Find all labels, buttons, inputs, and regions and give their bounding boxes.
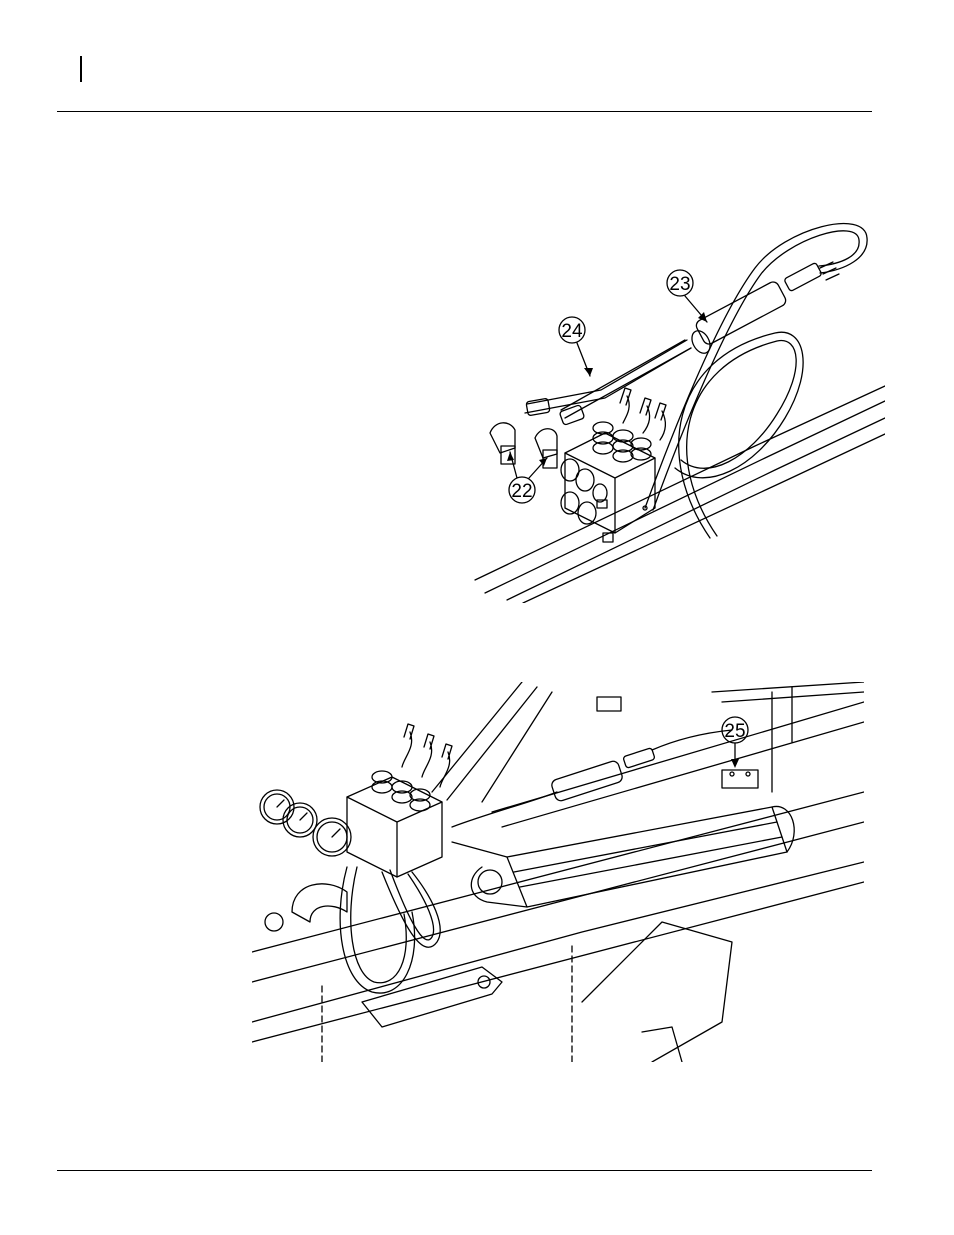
hose-24-second xyxy=(565,348,691,418)
frame-rail-3 xyxy=(507,418,885,600)
filter-end-cap xyxy=(688,328,713,357)
filter-hose-in xyxy=(452,792,557,827)
port-fitting-5 xyxy=(593,484,607,502)
solenoid-lead-2 xyxy=(422,734,434,777)
solenoid-lead-2 xyxy=(640,398,651,433)
port-fitting-4 xyxy=(578,502,596,524)
frame-uprights xyxy=(772,687,792,792)
frame-beam-6 xyxy=(252,882,864,1042)
callout-23-label: 23 xyxy=(669,274,690,295)
callout-25-arrow xyxy=(731,759,739,768)
hose-clamp-1 xyxy=(597,697,621,711)
valve-installation-illustration: 25 xyxy=(252,682,864,1062)
inline-filter-body xyxy=(550,760,623,803)
frame-strut-3 xyxy=(482,692,552,802)
hose-assembly-drawing: 24 23 22 xyxy=(455,208,885,603)
header-rule xyxy=(57,111,872,112)
valve-installation-drawing: 25 xyxy=(252,682,864,1062)
bracket-knob xyxy=(265,913,283,931)
frame-rail-1 xyxy=(475,386,885,580)
header-margin-mark xyxy=(80,56,82,82)
base-plate xyxy=(362,967,502,1027)
supply-hose-loop xyxy=(645,224,867,508)
callout-22-arrow-1 xyxy=(507,452,514,461)
hose-assembly-illustration: 24 23 22 xyxy=(455,208,885,603)
callout-22-label: 22 xyxy=(511,481,532,502)
hose-clamp-2 xyxy=(722,770,758,788)
solenoid-lead-1 xyxy=(402,724,414,767)
hose-24 xyxy=(525,348,691,413)
mount-bracket xyxy=(292,884,347,922)
callout-25-label: 25 xyxy=(724,721,745,742)
frame-beam-3 xyxy=(252,792,864,952)
port-fitting-2 xyxy=(576,469,594,491)
supply-hose-loop-inner xyxy=(653,231,859,510)
cylinder-rod xyxy=(452,842,507,857)
filter-hose-out xyxy=(652,730,732,750)
frame-rail-2 xyxy=(485,401,885,593)
elbow-fitting-1 xyxy=(490,423,515,453)
hitch-plate xyxy=(582,922,732,1062)
footer-rule xyxy=(57,1170,872,1171)
solenoid-lead-1 xyxy=(620,388,631,423)
callout-24-label: 24 xyxy=(561,321,583,342)
hose-loop-1-inner xyxy=(351,867,407,983)
frame-top-edge xyxy=(712,682,864,702)
quick-coupler xyxy=(784,262,822,291)
return-hose-loop xyxy=(675,332,803,538)
frame-beam-5 xyxy=(252,862,864,1022)
frame-beam-2 xyxy=(502,722,864,827)
clamp-bolt-2 xyxy=(746,772,750,776)
frame-strut-2 xyxy=(447,687,537,800)
solenoid-lead-3 xyxy=(655,403,666,440)
clamp-bolt-1 xyxy=(730,772,734,776)
elbow-fitting-2 xyxy=(535,429,557,458)
callout-24-arrow xyxy=(584,368,593,376)
hose-end-fitting-2 xyxy=(559,405,584,426)
hose-loop-2 xyxy=(382,872,440,947)
solenoid-lead-3 xyxy=(440,744,452,787)
